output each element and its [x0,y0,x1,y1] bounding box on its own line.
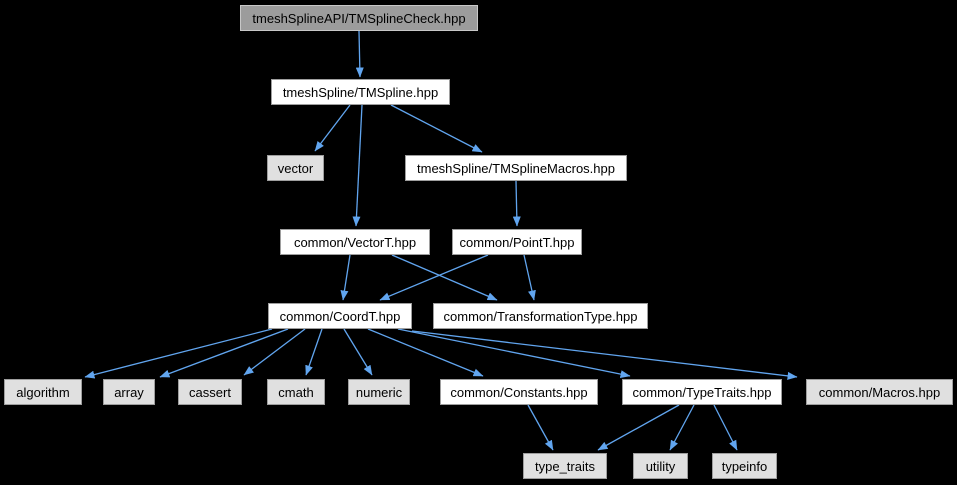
edge-typetraits-utility [669,404,695,451]
node-tmsplinecheck[interactable]: tmeshSplineAPI/TMSplineCheck.hpp [240,5,478,31]
node-typetraits[interactable]: common/TypeTraits.hpp [622,379,782,405]
node-numeric[interactable]: numeric [348,379,410,405]
node-label: numeric [355,384,403,400]
edge-tmsplinecheck-tmspline [355,30,364,78]
node-type_traits[interactable]: type_traits [523,453,607,479]
node-macros[interactable]: common/Macros.hpp [806,379,953,405]
edge-coordt-macros [411,330,798,380]
edge-tmsplinemacros-pointt [512,180,521,227]
edge-coordt-algorithm [84,328,273,379]
node-cassert[interactable]: cassert [178,379,242,405]
node-label: tmeshSpline/TMSplineMacros.hpp [417,160,615,176]
node-label: cmath [278,384,314,400]
node-label: common/VectorT.hpp [293,234,417,250]
node-coordt[interactable]: common/CoordT.hpp [268,303,412,329]
node-label: common/TransformationType.hpp [443,308,638,324]
node-constants[interactable]: common/Constants.hpp [440,379,598,405]
edge-coordt-array [159,328,289,378]
edge-typetraits-typeinfo [713,404,738,451]
edge-coordt-typetraits [397,328,631,379]
node-vector[interactable]: vector [267,155,324,181]
node-label: utility [645,458,676,474]
node-vectort[interactable]: common/VectorT.hpp [280,229,430,255]
edge-constants-type_traits [527,404,554,451]
edge-tmspline-tmsplinemacros [390,104,483,153]
node-algorithm[interactable]: algorithm [4,379,82,405]
node-label: common/Macros.hpp [818,384,941,400]
edge-vectort-transformationtype [391,254,498,301]
node-label: common/CoordT.hpp [279,308,401,324]
edge-coordt-numeric [343,328,373,376]
node-label: common/Constants.hpp [450,384,588,400]
node-label: array [114,384,144,400]
node-typeinfo[interactable]: typeinfo [712,453,777,479]
node-label: vector [277,160,314,176]
node-label: tmeshSplineAPI/TMSplineCheck.hpp [252,10,466,26]
node-label: common/TypeTraits.hpp [632,384,772,400]
node-label: typeinfo [721,458,768,474]
node-label: common/PointT.hpp [459,234,575,250]
node-array[interactable]: array [103,379,155,405]
node-transformationtype[interactable]: common/TransformationType.hpp [433,303,648,329]
edge-coordt-constants [367,328,484,377]
node-label: cassert [189,384,231,400]
edge-pointt-coordt [379,254,489,301]
node-label: type_traits [535,458,595,474]
edge-vectort-coordt [340,254,351,301]
edge-typetraits-type_traits [597,404,680,451]
edge-tmspline-vectort [352,104,363,227]
edge-pointt-transformationtype [523,254,536,301]
node-tmsplinemacros[interactable]: tmeshSpline/TMSplineMacros.hpp [405,155,627,181]
node-label: algorithm [16,384,70,400]
edge-coordt-cmath [305,328,323,376]
node-utility[interactable]: utility [633,453,688,479]
node-label: tmeshSpline/TMSpline.hpp [282,84,439,100]
node-pointt[interactable]: common/PointT.hpp [452,229,582,255]
node-cmath[interactable]: cmath [267,379,325,405]
edge-tmspline-vector [314,104,351,152]
node-tmspline[interactable]: tmeshSpline/TMSpline.hpp [271,79,450,105]
edge-coordt-cassert [243,328,306,376]
